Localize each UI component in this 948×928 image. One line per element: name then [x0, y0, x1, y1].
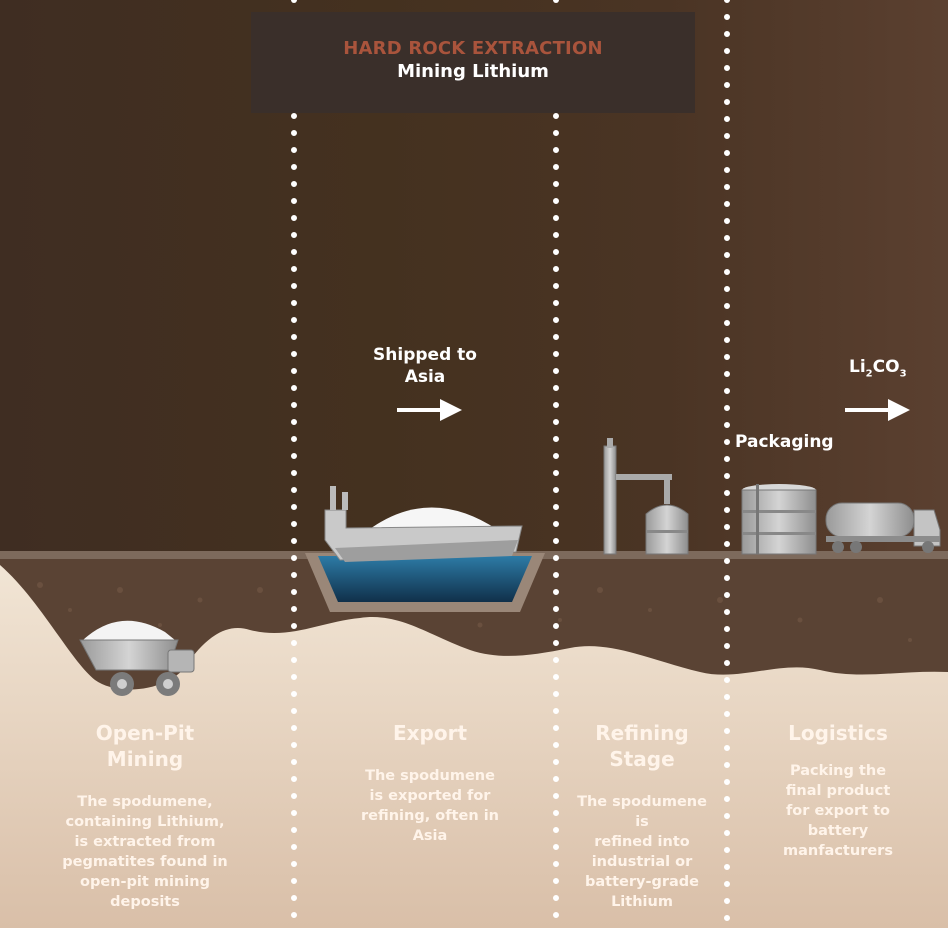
stage-title-open-pit: Open-Pit Mining: [95, 721, 195, 771]
stage-dividers: [291, 0, 730, 928]
storage-tank-icon: [741, 484, 817, 555]
formula-sub-2: 2: [865, 368, 873, 380]
stage-title-export: Export: [392, 721, 468, 745]
mining-truck-icon: [79, 620, 195, 696]
stage-desc-open-pit: The spodumene, containing Lithium, is ex…: [62, 794, 228, 910]
packaging-label: Packaging: [735, 432, 834, 452]
header-title: HARD ROCK EXTRACTION: [343, 37, 603, 59]
stage-desc-export: The spodumene is exported for refining, …: [361, 768, 499, 844]
stage-desc-refining: The spodumene is refined into industrial…: [577, 794, 707, 910]
refinery-icon: [603, 438, 689, 555]
cargo-ship-icon: [324, 486, 523, 562]
dock-water: [318, 556, 532, 602]
arrow-right-icon: [845, 399, 910, 421]
product-formula: Li2CO3: [849, 356, 907, 385]
soil-layer: [0, 555, 948, 690]
header-subtitle: Mining Lithium: [397, 60, 549, 82]
stage-title-logistics: Logistics: [788, 721, 888, 745]
stage-desc-logistics: Packing the final product for export to …: [783, 763, 893, 859]
tanker-truck-icon: [825, 502, 941, 553]
shipped-label: Shipped to Asia: [373, 345, 477, 387]
formula-co: CO: [872, 357, 900, 377]
arrow-right-icon: [397, 399, 462, 421]
formula-sub-3: 3: [899, 368, 907, 380]
title-box: HARD ROCK EXTRACTION Mining Lithium: [251, 12, 695, 113]
stage-title-refining: Refining Stage: [595, 721, 689, 771]
formula-li: Li: [849, 357, 866, 377]
